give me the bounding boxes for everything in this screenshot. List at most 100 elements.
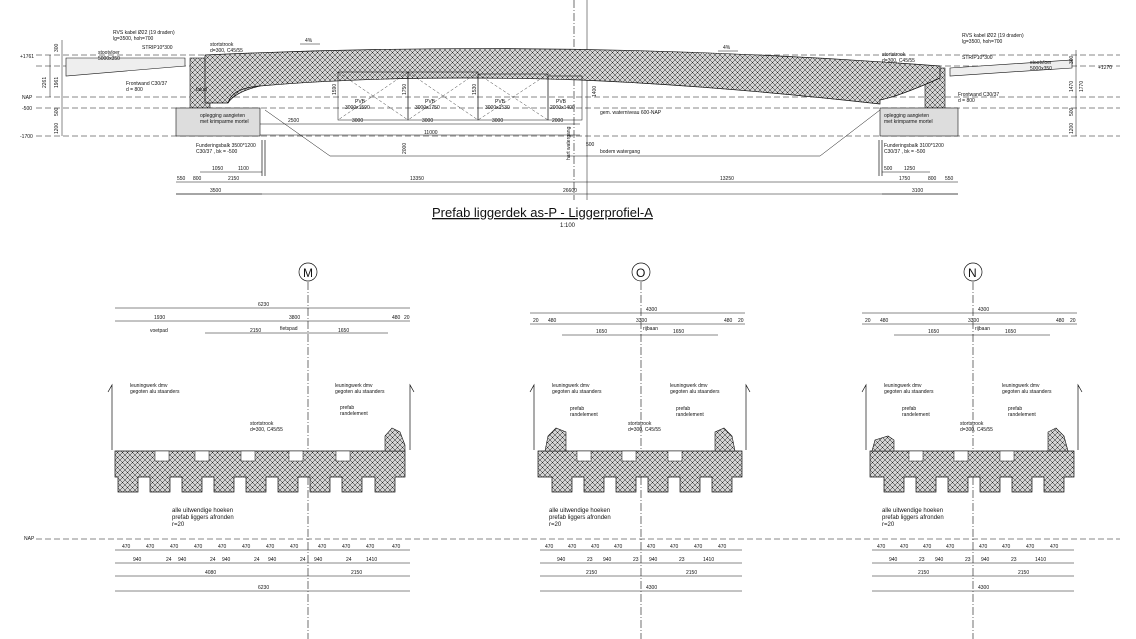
svg-text:470: 470: [1002, 544, 1011, 550]
svg-text:2150: 2150: [686, 570, 697, 576]
svg-text:2150: 2150: [1018, 570, 1029, 576]
svg-text:met krimparme mortel: met krimparme mortel: [200, 119, 249, 125]
slope-left: 4%: [305, 38, 313, 44]
svg-text:480: 480: [724, 318, 733, 324]
svg-text:6230: 6230: [258, 585, 269, 591]
svg-text:STRIP10*300: STRIP10*300: [962, 55, 993, 61]
svg-text:20: 20: [533, 318, 539, 324]
svg-text:500: 500: [1069, 107, 1075, 116]
svg-text:gegoten alu staanders: gegoten alu staanders: [670, 389, 720, 395]
svg-text:500: 500: [884, 166, 893, 172]
svg-text:2150: 2150: [250, 328, 261, 334]
svg-text:470: 470: [877, 544, 886, 550]
svg-text:470: 470: [568, 544, 577, 550]
svg-text:Funderingsbalk 3100*1200: Funderingsbalk 3100*1200: [884, 143, 944, 149]
svg-text:2150: 2150: [228, 176, 239, 182]
svg-text:470: 470: [900, 544, 909, 550]
svg-text:470: 470: [170, 544, 179, 550]
water-level-label: gem. waterniveau 600-NAP: [600, 110, 662, 116]
svg-text:r=20: r=20: [882, 522, 895, 528]
svg-text:940: 940: [557, 557, 566, 563]
svg-text:3000: 3000: [422, 118, 433, 124]
svg-text:470: 470: [218, 544, 227, 550]
svg-text:lg=3500, hoh=700: lg=3500, hoh=700: [962, 39, 1003, 45]
deck-soffit: [227, 85, 261, 104]
svg-text:r=20: r=20: [549, 522, 562, 528]
svg-text:470: 470: [647, 544, 656, 550]
right-approach-slab: [949, 59, 1073, 77]
svg-text:5000x350: 5000x350: [98, 56, 120, 62]
svg-text:leuningwerk dmv: leuningwerk dmv: [670, 383, 708, 389]
svg-text:prefab: prefab: [1008, 406, 1022, 412]
svg-text:940: 940: [649, 557, 658, 563]
svg-text:PVB: PVB: [425, 99, 436, 105]
slope-right: 4%: [723, 45, 731, 51]
section-o: O 4300 20 480 3300 480 20 1650 rijbaan 1…: [529, 262, 751, 639]
svg-text:leuningwerk dmv: leuningwerk dmv: [1002, 383, 1040, 389]
svg-text:d=300, C45/55: d=300, C45/55: [882, 58, 915, 64]
svg-text:3000: 3000: [492, 118, 503, 124]
svg-text:1400: 1400: [592, 86, 598, 97]
svg-text:13350: 13350: [410, 176, 424, 182]
svg-text:Frontwand C30/37: Frontwand C30/37: [126, 81, 167, 87]
svg-text:5000x350: 5000x350: [1030, 66, 1052, 72]
svg-text:leuningwerk dmv: leuningwerk dmv: [335, 383, 373, 389]
svg-text:470: 470: [266, 544, 275, 550]
drawing-title: Prefab liggerdek as-P - Liggerprofiel-A: [432, 205, 653, 220]
svg-text:oplegging aangieten: oplegging aangieten: [200, 113, 245, 119]
svg-text:1250: 1250: [904, 166, 915, 172]
svg-text:1770: 1770: [1079, 81, 1085, 92]
svg-text:prefab liggers afronden: prefab liggers afronden: [882, 515, 944, 521]
svg-text:550: 550: [177, 176, 186, 182]
svg-text:480: 480: [548, 318, 557, 324]
svg-text:2150: 2150: [586, 570, 597, 576]
svg-text:23: 23: [633, 557, 639, 563]
svg-text:20: 20: [865, 318, 871, 324]
svg-text:d=300, C45/55: d=300, C45/55: [250, 427, 283, 433]
svg-text:3000x1530: 3000x1530: [485, 105, 510, 111]
svg-text:3000x1750: 3000x1750: [415, 105, 440, 111]
svg-text:O: O: [636, 266, 645, 280]
svg-text:3300: 3300: [968, 318, 979, 324]
svg-text:470: 470: [242, 544, 251, 550]
svg-text:1200: 1200: [54, 123, 60, 134]
svg-text:470: 470: [694, 544, 703, 550]
svg-text:470: 470: [366, 544, 375, 550]
svg-text:prefab: prefab: [570, 406, 584, 412]
svg-text:470: 470: [591, 544, 600, 550]
svg-text:d=300, C45/55: d=300, C45/55: [628, 427, 661, 433]
svg-text:470: 470: [318, 544, 327, 550]
svg-text:randelement: randelement: [676, 412, 704, 418]
pvb-blocks: PVB 3000x1590 PVB 3000x1750 PVB 3000x153…: [332, 71, 598, 121]
svg-text:leuningwerk dmv: leuningwerk dmv: [130, 383, 168, 389]
svg-text:1650: 1650: [338, 328, 349, 334]
svg-text:PVB: PVB: [355, 99, 366, 105]
svg-text:randelement: randelement: [570, 412, 598, 418]
svg-text:3000: 3000: [352, 118, 363, 124]
svg-text:talud: talud: [196, 87, 207, 93]
svg-text:stortstrook: stortstrook: [628, 421, 652, 427]
svg-text:1590: 1590: [332, 84, 338, 95]
svg-text:PVB: PVB: [495, 99, 506, 105]
longitudinal-section: +1761 NAP -500 -1700 +1270 PVB 3000x1590: [20, 0, 1120, 229]
svg-text:met krimparme mortel: met krimparme mortel: [884, 119, 933, 125]
svg-text:470: 470: [194, 544, 203, 550]
svg-text:gegoten alu staanders: gegoten alu staanders: [1002, 389, 1052, 395]
svg-text:d=300, C45/55: d=300, C45/55: [960, 427, 993, 433]
svg-text:alle uitwendige hoeken: alle uitwendige hoeken: [882, 508, 943, 514]
svg-text:13250: 13250: [720, 176, 734, 182]
svg-text:2150: 2150: [918, 570, 929, 576]
svg-text:470: 470: [946, 544, 955, 550]
svg-text:940: 940: [222, 557, 231, 563]
svg-text:6230: 6230: [258, 302, 269, 308]
svg-text:1410: 1410: [366, 557, 377, 563]
svg-text:1650: 1650: [928, 329, 939, 335]
svg-text:24: 24: [346, 557, 352, 563]
svg-text:leuningwerk dmv: leuningwerk dmv: [552, 383, 590, 389]
axis-bubble-m: [298, 262, 318, 282]
svg-text:stortstrook: stortstrook: [210, 42, 234, 48]
svg-text:480: 480: [392, 315, 401, 321]
svg-text:prefab: prefab: [340, 405, 354, 411]
svg-text:1961: 1961: [54, 77, 60, 88]
